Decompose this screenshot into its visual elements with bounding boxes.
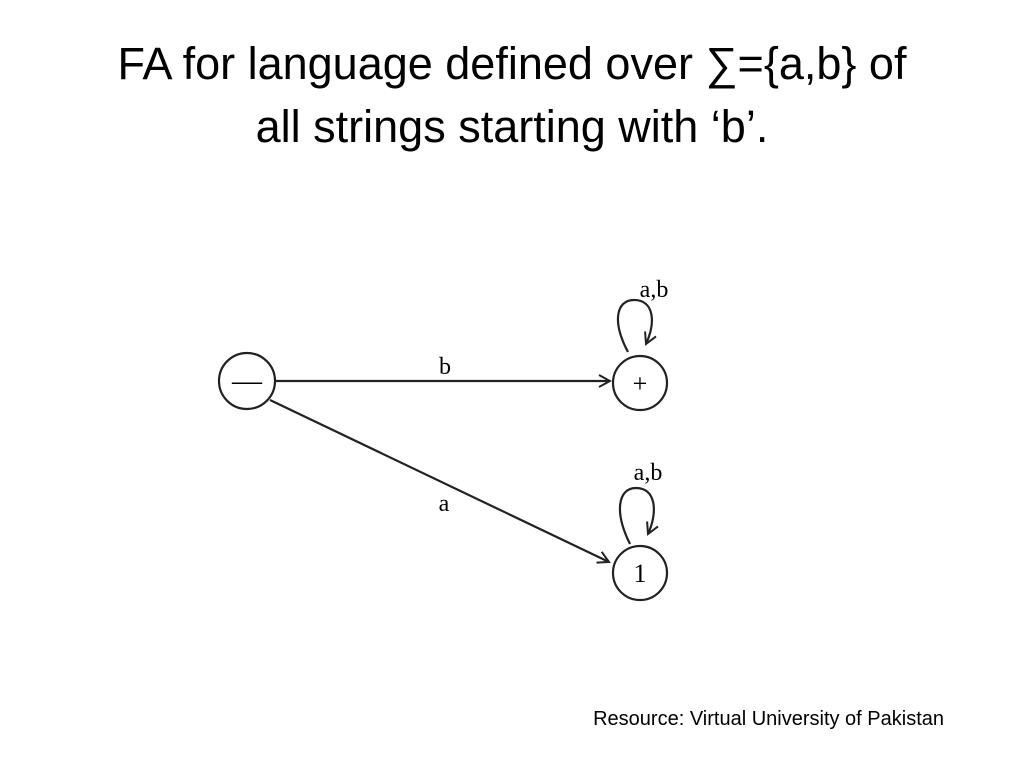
state-start: — (217, 351, 277, 411)
resource-credit: Resource: Virtual University of Pakistan (593, 708, 944, 730)
slide-title-line-1: FA for language defined over ∑={a,b} of (117, 38, 907, 89)
slide-title: FA for language defined over ∑={a,b} of … (40, 32, 984, 158)
state-accept-label: + (633, 369, 648, 398)
slide-title-line-2: all strings starting with ‘b’. (255, 101, 769, 152)
transition-label-a: a (439, 491, 450, 517)
transition-label-b: b (439, 354, 451, 380)
self-loop-dead (618, 486, 654, 545)
self-loop-accept (616, 298, 652, 353)
state-dead-label: 1 (634, 559, 647, 588)
transition-start-to-dead (269, 399, 609, 562)
state-accept: + (611, 354, 669, 412)
state-start-label: — (231, 364, 263, 397)
state-dead: 1 (611, 544, 669, 602)
self-loop-accept-label: a,b (640, 277, 669, 303)
self-loop-dead-label: a,b (634, 460, 663, 486)
